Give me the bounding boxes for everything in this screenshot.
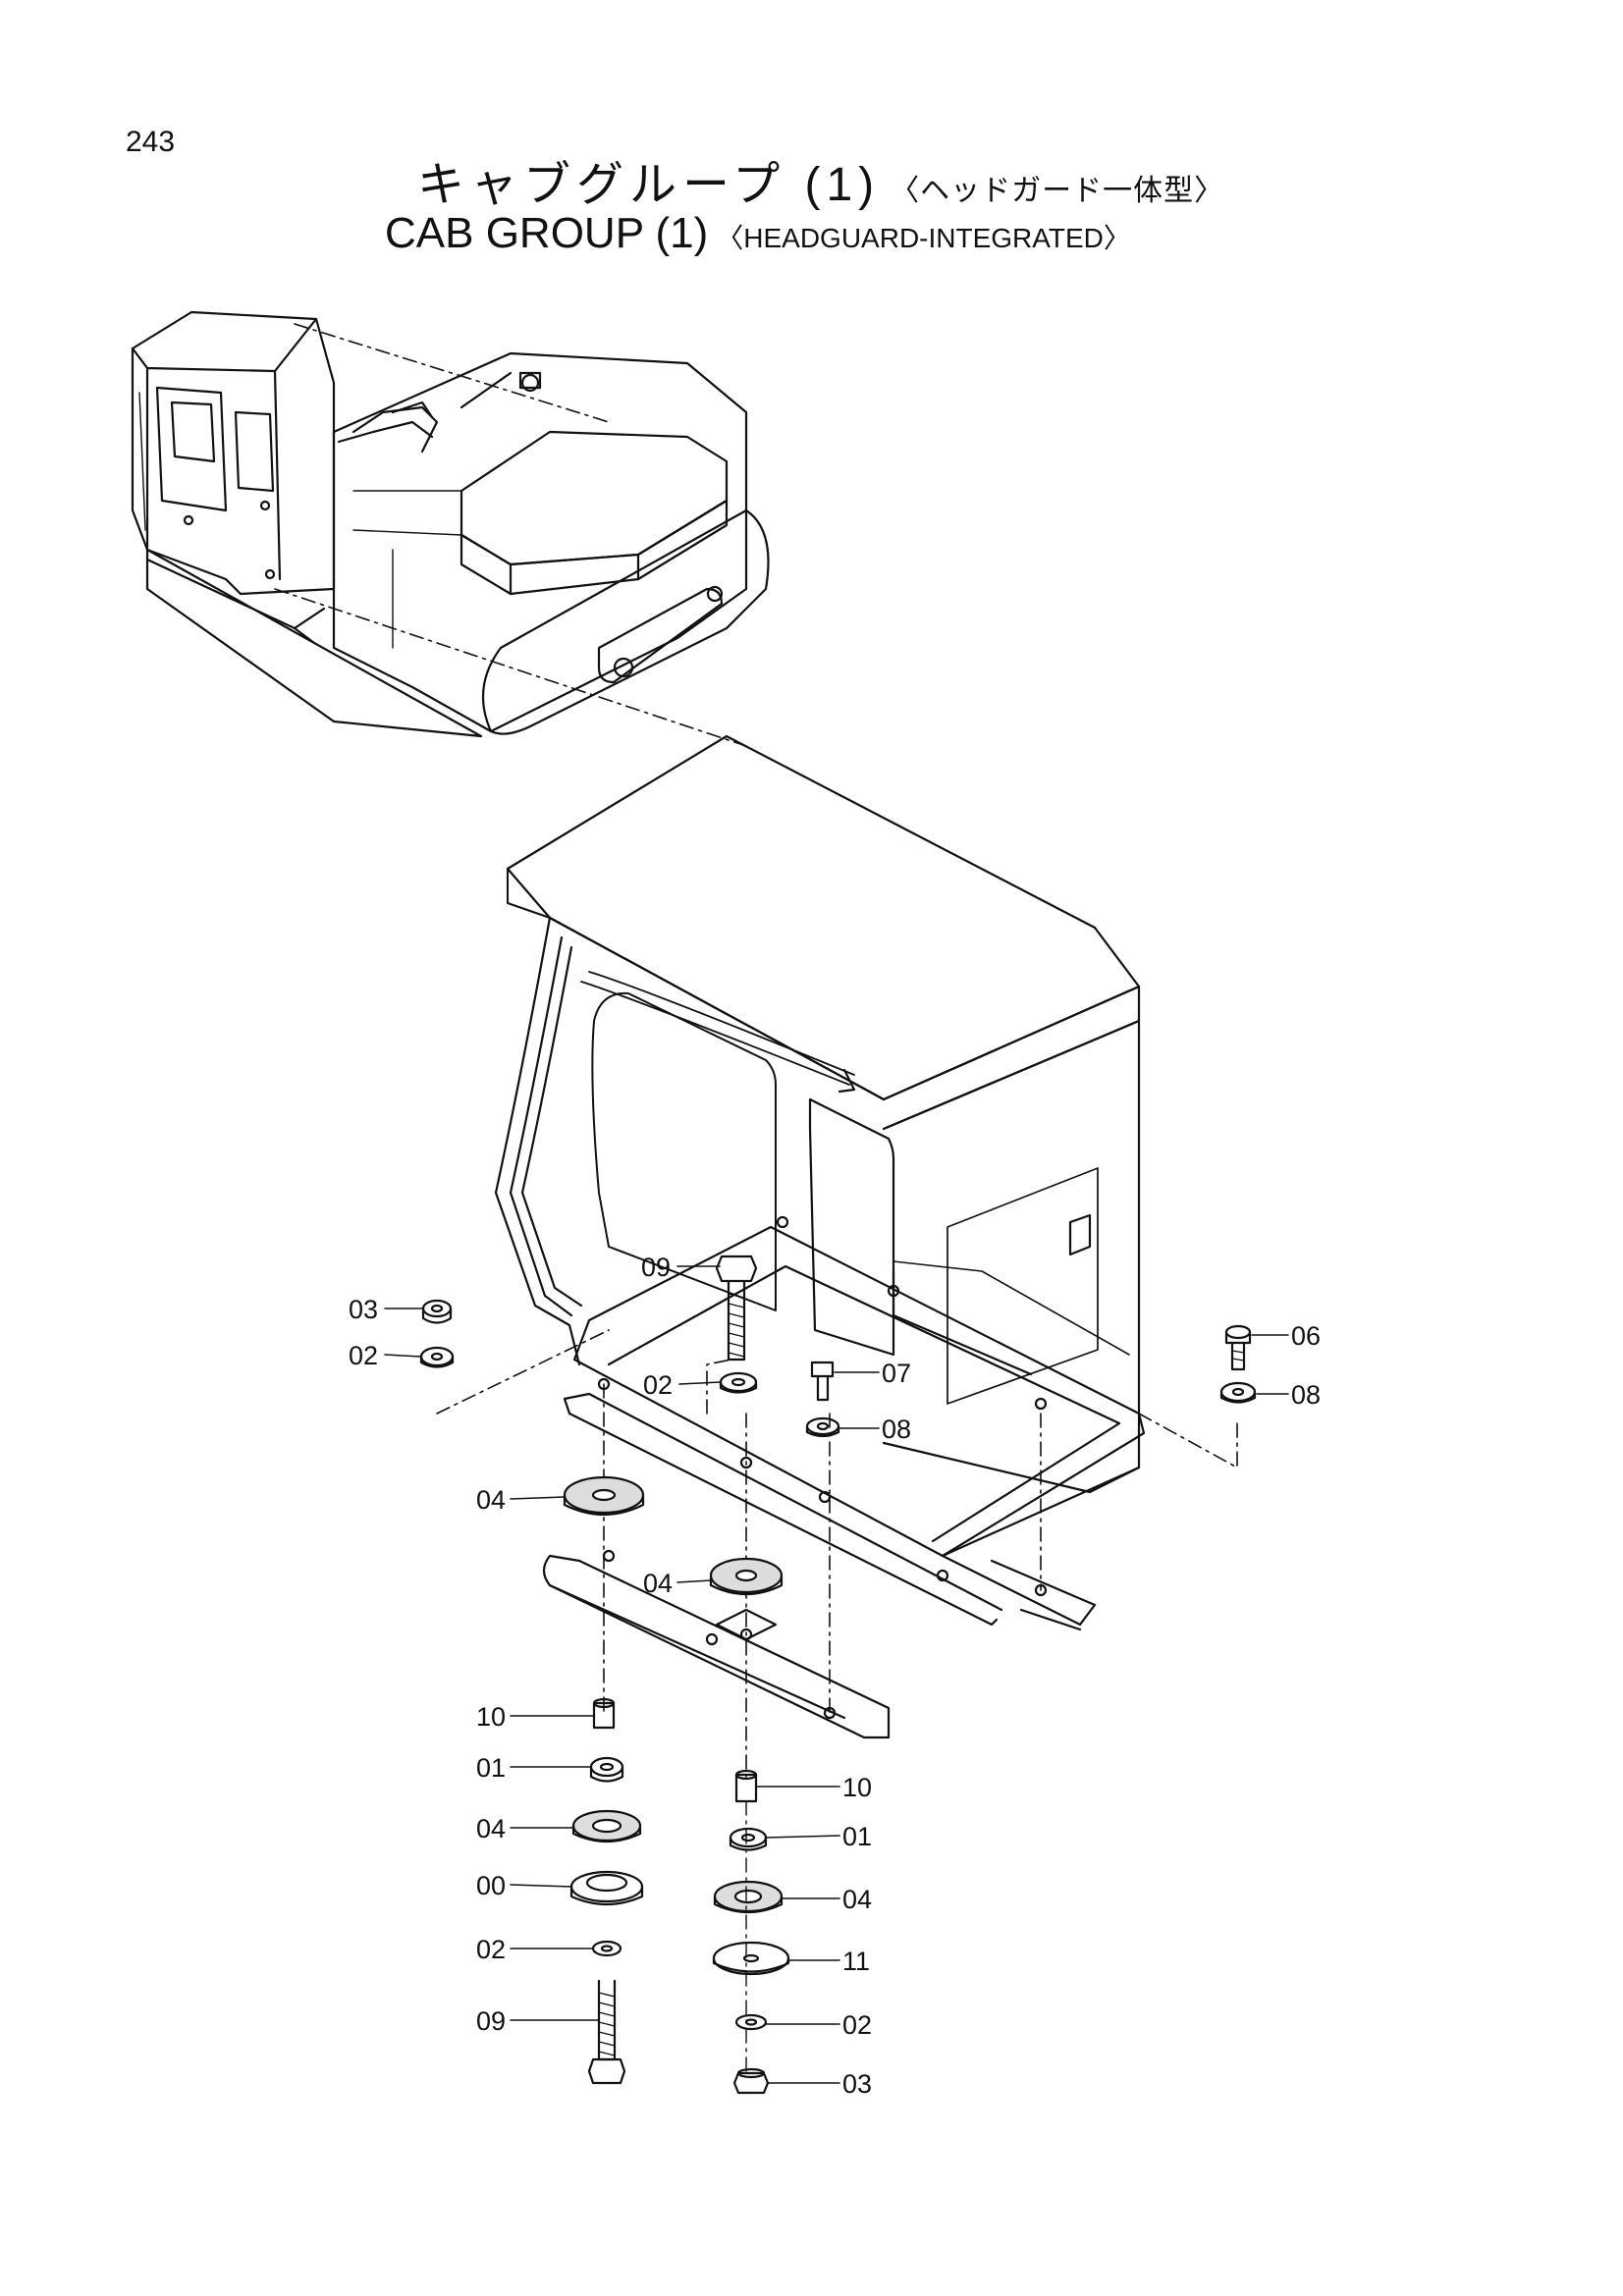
callout-label: 02 [349, 1341, 378, 1370]
title-japanese: キャブグループ (1) 〈ヘッドガード一体型〉 [417, 145, 1224, 214]
flange-bolt-part [1224, 1324, 1252, 1371]
right-mount-stack [712, 1769, 790, 2095]
hardware-parts [419, 1255, 1257, 2095]
callout-label: 02 [476, 1935, 506, 1964]
washer-part [1219, 1381, 1257, 1404]
callout-label: 09 [641, 1253, 671, 1282]
callout-label: 04 [842, 1885, 872, 1914]
callout-labels: 03 02 09 02 07 08 06 08 04 04 10 01 04 0… [349, 1253, 1321, 2099]
callout-label: 10 [476, 1702, 506, 1732]
title-jp-main: キャブグループ (1) [417, 159, 881, 211]
callout-label: 03 [349, 1295, 378, 1324]
left-mount-stack [569, 1697, 644, 2085]
callout-label: 02 [842, 2010, 872, 2040]
small-bolt-part [810, 1361, 835, 1402]
rubber-mount-part [563, 1475, 645, 1517]
title-jp-sub: 〈ヘッドガード一体型〉 [890, 175, 1225, 207]
nut-part [421, 1299, 453, 1324]
callout-leaders [384, 1265, 1289, 2084]
callout-label: 02 [643, 1370, 673, 1400]
title-english: CAB GROUP (1)〈HEADGUARD-INTEGRATED〉 [385, 209, 1131, 258]
callout-label: 07 [882, 1359, 911, 1388]
callout-label: 10 [842, 1773, 872, 1802]
callout-label: 04 [476, 1814, 506, 1843]
page-number: 243 [126, 126, 176, 158]
title-en-main: CAB GROUP (1) [385, 209, 709, 257]
title-en-sub: 〈HEADGUARD-INTEGRATED〉 [716, 223, 1131, 253]
callout-label: 01 [476, 1753, 506, 1783]
machine-overview-illustration [131, 310, 770, 747]
washer-part [419, 1346, 455, 1368]
cab-exploded-illustration [436, 734, 1238, 1778]
callout-label: 04 [476, 1485, 506, 1515]
callout-label: 09 [476, 2006, 506, 2036]
callout-label: 08 [882, 1415, 911, 1444]
washer-part [805, 1416, 840, 1438]
washer-part [719, 1371, 758, 1394]
callout-label: 06 [1291, 1321, 1321, 1351]
bolt-part [715, 1255, 758, 1362]
callout-label: 00 [476, 1871, 506, 1900]
callout-label: 04 [643, 1569, 673, 1598]
callout-label: 11 [842, 1947, 870, 1976]
callout-label: 01 [842, 1822, 872, 1851]
callout-label: 03 [842, 2069, 872, 2099]
rubber-mount-part [709, 1557, 784, 1595]
callout-label: 08 [1291, 1380, 1321, 1410]
